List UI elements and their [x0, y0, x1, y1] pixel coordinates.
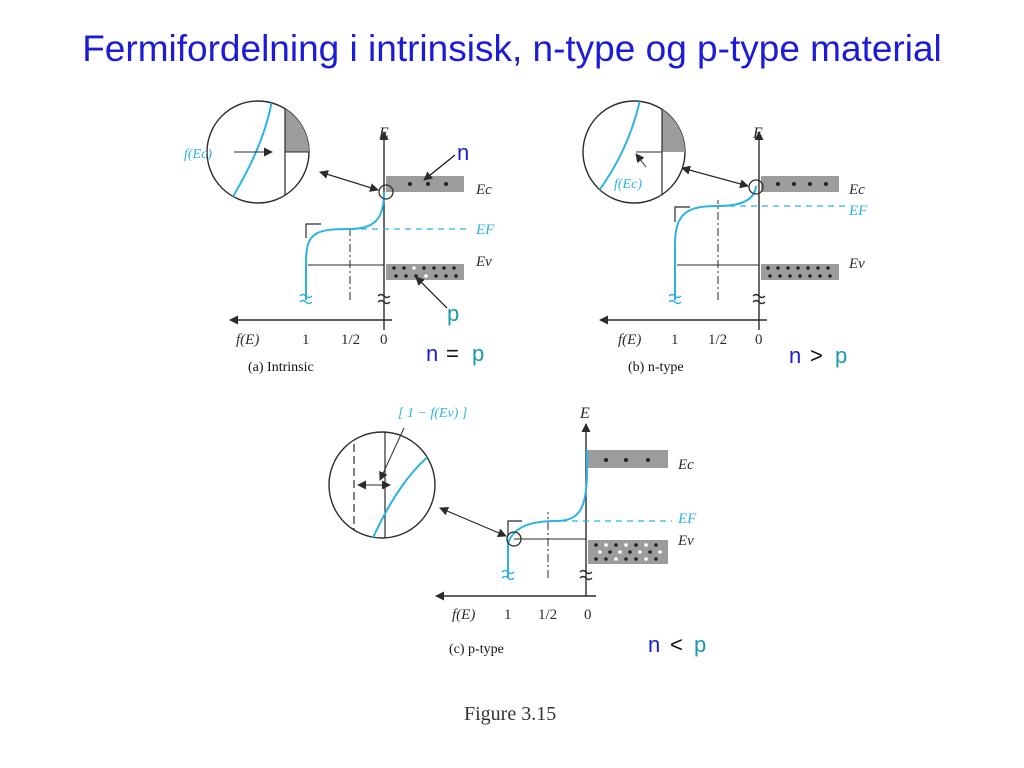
panel-p-type: E Ec EF Ev	[328, 405, 706, 657]
focus-circle	[748, 179, 764, 195]
ec-label: Ec	[848, 182, 865, 198]
svg-text:=: =	[446, 341, 459, 366]
n-callout: n	[457, 140, 469, 165]
relation-label: n < p	[648, 632, 706, 657]
energy-axis-label: E	[579, 405, 590, 422]
panel-caption: (a) Intrinsic	[248, 360, 314, 375]
ec-label: Ec	[677, 457, 694, 473]
svg-text:>: >	[810, 343, 823, 368]
svg-text:1/2: 1/2	[538, 607, 557, 623]
electron-dots	[776, 182, 828, 186]
panel-n-type: E Ec EF Ev	[582, 100, 868, 375]
zoom-link-arrow	[319, 170, 379, 192]
svg-text:1: 1	[671, 332, 679, 348]
zoom-label: [ 1 − f(Ev) ]	[398, 406, 467, 421]
tick-labels: f(E) 1 1/2 0	[452, 607, 592, 623]
svg-text:f(E): f(E)	[236, 332, 259, 348]
tick-labels: f(E) 1 1/2 0	[236, 332, 388, 348]
n-callout-line	[423, 154, 456, 181]
figure-label: Figure 3.15	[464, 703, 556, 725]
focus-circle	[506, 531, 522, 547]
tick-labels: f(E) 1 1/2 0	[618, 332, 763, 348]
axis-break-marks	[501, 569, 593, 581]
svg-text:1: 1	[302, 332, 310, 348]
svg-text:f(E): f(E)	[618, 332, 641, 348]
p-callout-line	[415, 276, 448, 309]
ec-label: Ec	[475, 182, 492, 198]
zoom-link-arrow	[681, 165, 749, 189]
zoom-label: f(Ec)	[614, 177, 642, 192]
energy-axis-label: E	[378, 125, 389, 142]
zoom-link-arrow	[439, 506, 507, 538]
zoom-label-arrow	[635, 153, 647, 168]
conduction-band	[386, 176, 464, 192]
valence-dots	[392, 266, 458, 278]
panel-caption: (c) p-type	[449, 642, 504, 657]
panel-intrinsic: E Ec Ev EF	[184, 100, 495, 375]
axis-break-marks	[668, 293, 766, 305]
ef-label: EF	[848, 203, 868, 219]
svg-text:p: p	[835, 343, 847, 368]
svg-text:0: 0	[755, 332, 763, 348]
ev-label: Ev	[848, 256, 865, 272]
focus-circle	[378, 184, 394, 200]
p-callout: p	[447, 301, 459, 326]
fermi-curve	[507, 450, 588, 578]
zoom-label: f(Ec)	[184, 147, 212, 162]
electron-dots	[604, 458, 650, 462]
svg-text:1/2: 1/2	[708, 332, 727, 348]
svg-text:1/2: 1/2	[341, 332, 360, 348]
conduction-band	[761, 176, 839, 192]
valence-dots	[766, 266, 832, 278]
panel-caption: (b) n-type	[628, 360, 684, 375]
ef-label: EF	[677, 511, 697, 527]
relation-label: n = p	[426, 341, 484, 366]
svg-text:<: <	[670, 632, 683, 657]
ef-label: EF	[475, 222, 495, 238]
svg-text:0: 0	[584, 607, 592, 623]
slide-title: Fermifordelning i intrinsisk, n-type og …	[82, 28, 942, 69]
conduction-band	[588, 450, 668, 468]
step-bracket	[674, 206, 690, 222]
svg-text:n: n	[789, 343, 801, 368]
svg-text:f(E): f(E)	[452, 607, 475, 623]
step-bracket	[507, 520, 522, 536]
energy-axis-label: E	[752, 125, 763, 142]
svg-text:n: n	[648, 632, 660, 657]
electron-dots	[408, 182, 448, 186]
axis-break-marks	[299, 293, 391, 305]
svg-text:n: n	[426, 341, 438, 366]
relation-label: n > p	[789, 343, 847, 368]
valence-band	[386, 264, 464, 280]
fermi-curve	[305, 191, 385, 300]
fermi-curve	[674, 185, 757, 300]
ev-label: Ev	[475, 254, 492, 270]
svg-text:0: 0	[380, 332, 388, 348]
valence-dots	[594, 543, 662, 561]
svg-text:1: 1	[504, 607, 512, 623]
svg-text:p: p	[472, 341, 484, 366]
zoom-label-arrow	[379, 427, 405, 481]
zoom-inset	[328, 431, 436, 539]
svg-text:p: p	[694, 632, 706, 657]
ev-label: Ev	[677, 533, 694, 549]
step-bracket	[305, 223, 321, 238]
